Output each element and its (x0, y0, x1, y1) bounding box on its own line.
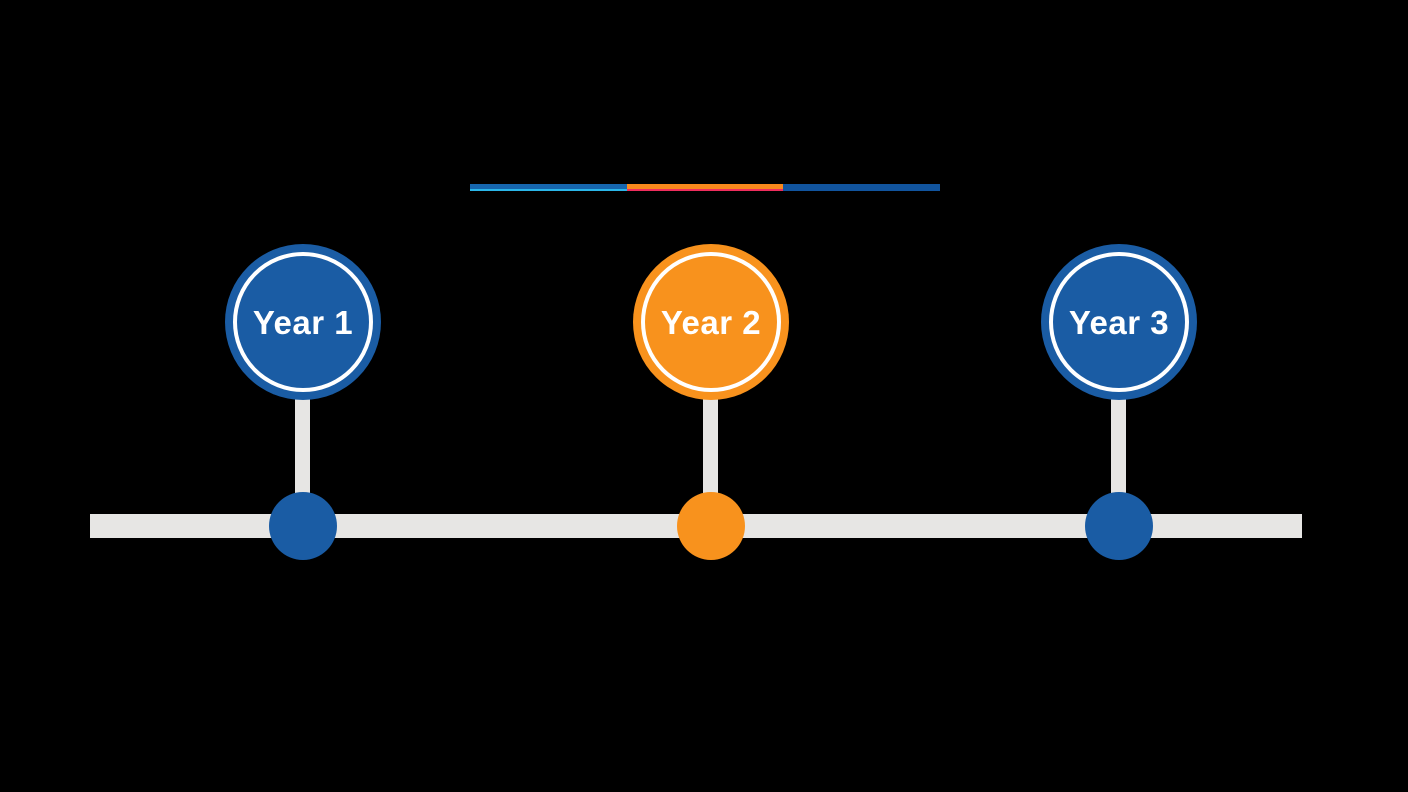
milestone-label-year-3: Year 3 (1068, 303, 1170, 341)
divider-segment-left-edge (470, 189, 627, 191)
divider-segment-middle (626, 184, 784, 191)
milestone-circle-year-3: Year 3 (1041, 244, 1197, 400)
divider-segment-middle-edge (626, 189, 784, 191)
divider-line (470, 184, 941, 191)
milestone-circle-year-2: Year 2 (633, 244, 789, 400)
milestone-circle-year-1: Year 1 (225, 244, 381, 400)
divider-segment-right (783, 184, 941, 191)
divider-segment-left (470, 184, 627, 191)
milestone-dot-year-1 (269, 492, 337, 560)
milestone-label-year-1: Year 1 (252, 303, 354, 341)
milestone-dot-year-3 (1085, 492, 1153, 560)
milestone-label-year-2: Year 2 (660, 303, 762, 341)
milestone-dot-year-2 (677, 492, 745, 560)
